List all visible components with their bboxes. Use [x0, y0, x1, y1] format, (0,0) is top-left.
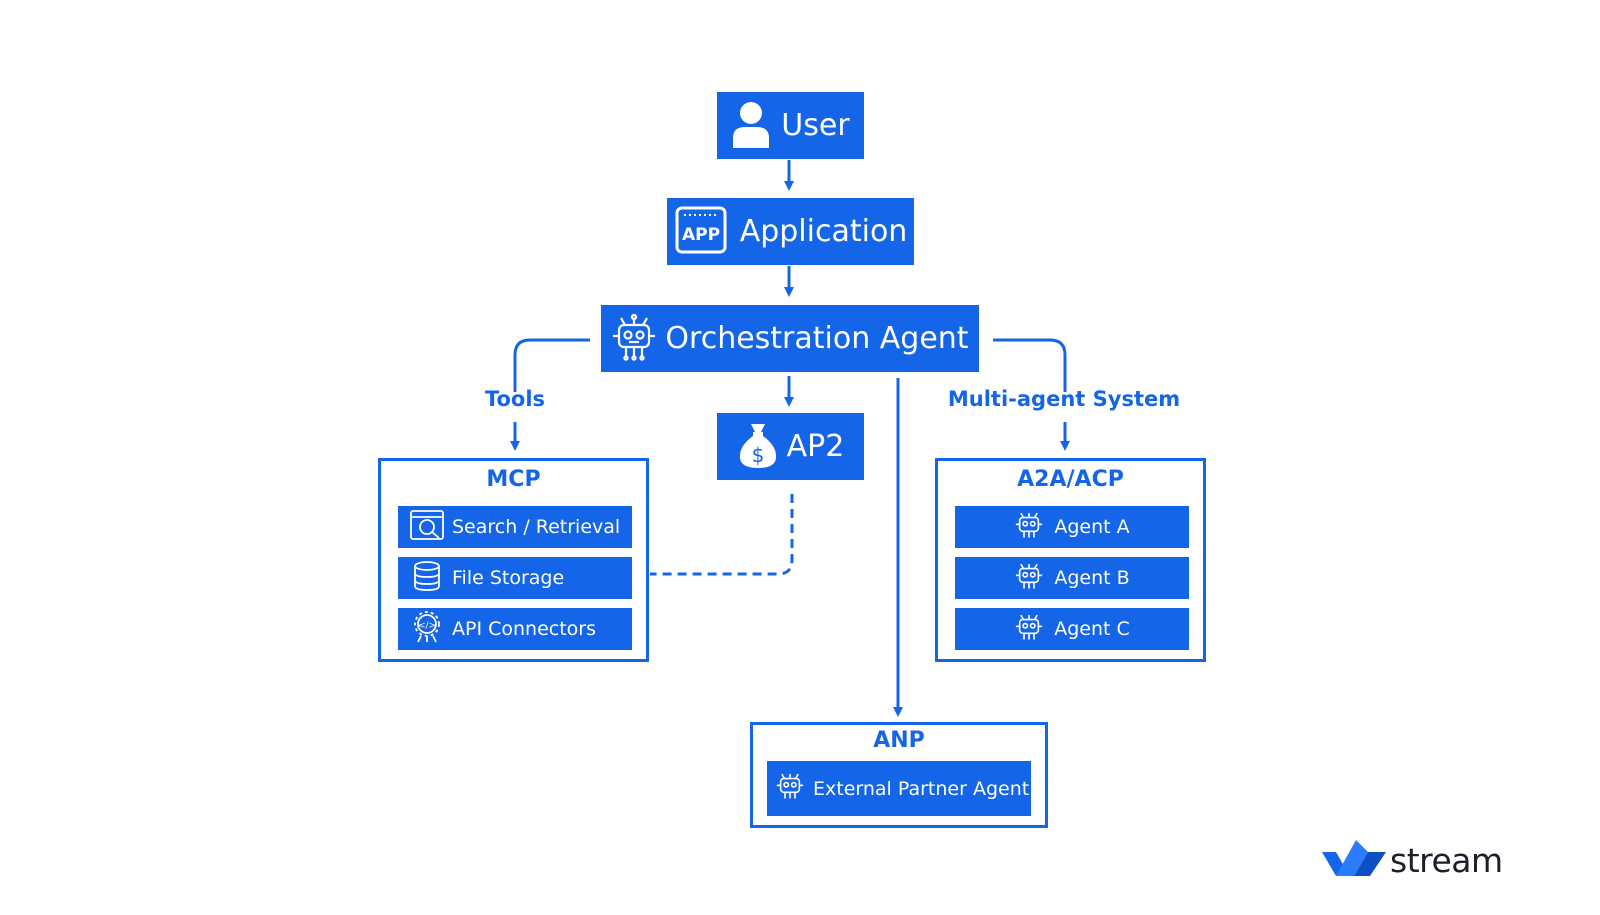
external-partner-agent-item: External Partner Agent — [767, 761, 1031, 816]
svg-text:$: $ — [751, 443, 764, 467]
user-icon — [731, 100, 771, 152]
user-label: User — [781, 108, 850, 143]
mcp-item-file-storage: File Storage — [398, 557, 632, 599]
money-bag-icon: $ — [737, 420, 779, 474]
a2a-acp-group: A2A/ACP Agent A — [935, 458, 1206, 662]
a2a-acp-title: A2A/ACP — [1017, 467, 1124, 492]
mcp-item-api-connectors: </> API Connectors — [398, 608, 632, 650]
tools-edge-label: Tools — [484, 387, 546, 411]
api-gear-icon: </> — [410, 610, 444, 649]
robot-icon — [1014, 510, 1044, 545]
edge-orchestration-to-a2a — [993, 338, 1067, 392]
robot-icon — [1014, 612, 1044, 647]
robot-icon — [1014, 561, 1044, 596]
application-node: APP Application — [667, 198, 914, 265]
orchestration-agent-label: Orchestration Agent — [665, 321, 969, 356]
stream-wordmark: stream — [1390, 840, 1503, 880]
database-icon — [410, 560, 444, 596]
multi-agent-edge-label: Multi-agent System — [947, 387, 1181, 411]
application-label: Application — [739, 214, 908, 249]
ap2-node: $ AP2 — [717, 413, 864, 480]
mcp-group: MCP Search / Retrieval File Storage — [378, 458, 649, 662]
app-icon: APP — [674, 205, 728, 259]
search-window-icon — [410, 509, 444, 545]
agent-label: Agent C — [1054, 618, 1130, 640]
user-node: User — [717, 92, 864, 159]
agent-label: Agent B — [1054, 567, 1130, 589]
ap2-label: AP2 — [786, 429, 845, 464]
stream-brand: stream — [1322, 838, 1503, 882]
anp-group: ANP External Partner Agent — [750, 722, 1048, 828]
robot-icon — [775, 771, 805, 806]
anp-title: ANP — [873, 728, 925, 753]
edge-orchestration-to-mcp — [513, 338, 590, 392]
svg-text:</>: </> — [418, 621, 436, 631]
mcp-item-search-retrieval: Search / Retrieval — [398, 506, 632, 548]
external-partner-agent-label: External Partner Agent — [813, 777, 1030, 800]
mcp-item-label: API Connectors — [452, 618, 596, 640]
mcp-item-label: Search / Retrieval — [452, 516, 621, 538]
edge-ap2-to-mcp-dashed — [650, 494, 794, 576]
robot-icon — [611, 313, 657, 365]
mcp-item-label: File Storage — [452, 567, 565, 589]
agent-b-item: Agent B — [955, 557, 1189, 599]
stream-logo-icon — [1322, 838, 1386, 882]
app-icon-text: APP — [682, 225, 720, 245]
agent-label: Agent A — [1054, 516, 1130, 538]
mcp-title: MCP — [486, 467, 541, 492]
agent-c-item: Agent C — [955, 608, 1189, 650]
agent-a-item: Agent A — [955, 506, 1189, 548]
orchestration-agent-node: Orchestration Agent — [601, 305, 979, 372]
